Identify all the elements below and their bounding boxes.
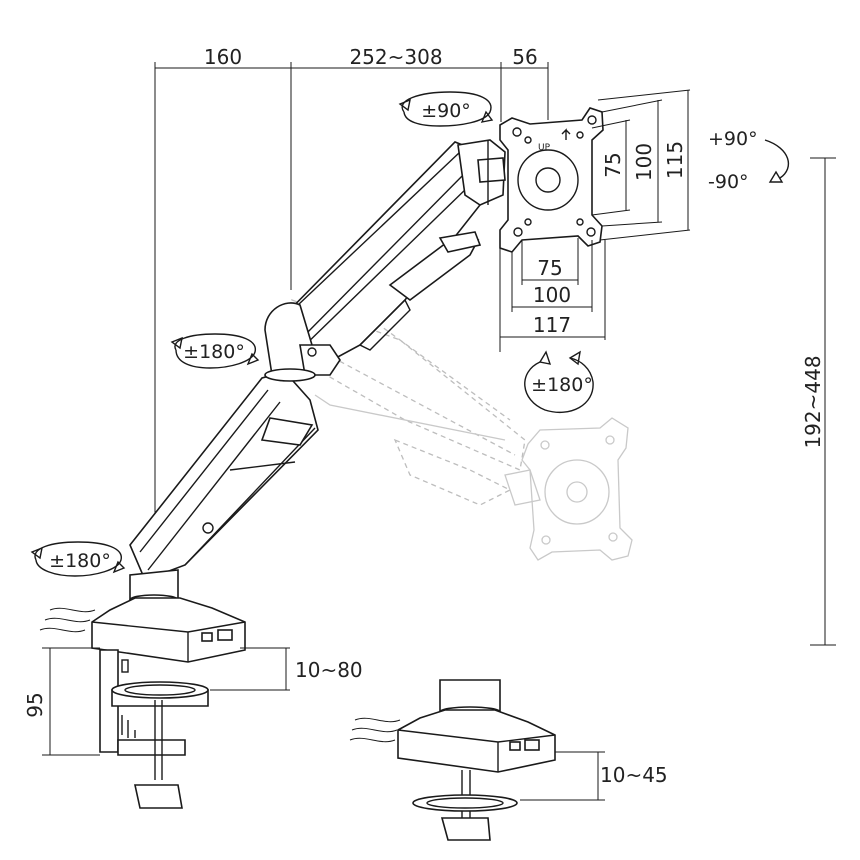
dim-vesa-v-115: 115 xyxy=(663,141,687,179)
rotate-arrow-icon xyxy=(246,352,260,366)
dim-vesa-v-100: 100 xyxy=(632,143,656,181)
head-joint xyxy=(457,139,506,206)
up-arrow-icon xyxy=(561,128,571,140)
usb-port-a-icon xyxy=(524,739,540,751)
dim-height-range: 192~448 xyxy=(801,355,825,448)
grommet-base xyxy=(349,679,556,841)
vesa-vertical-dimensions xyxy=(591,89,691,241)
rotation-pivot-plus: +90° xyxy=(708,128,758,150)
rotate-arrow-icon xyxy=(112,560,126,574)
dim-vesa-h-75: 75 xyxy=(537,256,562,280)
rotate-arrow-icon xyxy=(398,98,411,112)
dim-vesa-v-75: 75 xyxy=(601,152,625,177)
usb-port-a-icon xyxy=(217,629,233,641)
grommet-dimension xyxy=(520,751,605,801)
rotate-arrow-icon xyxy=(170,336,183,350)
rotate-arrow-icon xyxy=(538,350,552,365)
dim-grommet-range: 10~45 xyxy=(600,763,668,787)
desk-plate-left xyxy=(39,597,246,663)
rotation-elbow: ±180° xyxy=(183,341,245,363)
dim-clamp-range: 10~80 xyxy=(295,658,363,682)
dim-arm-base: 160 xyxy=(204,45,242,69)
rotation-pivot-minus: -90° xyxy=(708,171,749,193)
base-rotate-indicator xyxy=(30,541,126,577)
usb-port-c-icon xyxy=(201,632,213,642)
rotate-arrow-icon xyxy=(480,110,494,123)
vesa-horizontal-dimensions xyxy=(499,238,606,352)
dim-clamp-height: 95 xyxy=(23,692,47,717)
up-mark-label: UP xyxy=(538,143,551,153)
dim-arm-reach: 252~308 xyxy=(349,45,442,69)
dim-vesa-h-100: 100 xyxy=(533,283,571,307)
rotate-arrow-icon xyxy=(768,170,784,183)
rotate-arrow-icon xyxy=(568,350,581,366)
head-tilt-indicator xyxy=(398,91,494,127)
vesa-plate xyxy=(499,107,604,253)
lower-arm xyxy=(129,368,319,582)
elbow-rotate-indicator xyxy=(170,333,260,369)
rotation-base: ±180° xyxy=(49,550,111,572)
usb-port-c-icon xyxy=(509,741,521,751)
upper-arm xyxy=(264,141,494,376)
pivot-indicator xyxy=(764,139,790,183)
clamp-dimension xyxy=(42,647,290,756)
dim-head-offset: 56 xyxy=(512,45,537,69)
rotation-head-tilt: ±90° xyxy=(421,100,471,122)
top-dimension-lines xyxy=(154,62,549,520)
dim-vesa-h-117: 117 xyxy=(533,313,571,337)
rotation-panel: ±180° xyxy=(531,374,593,396)
height-dimension xyxy=(810,157,836,646)
rotate-arrow-icon xyxy=(30,546,43,560)
c-clamp-left xyxy=(99,649,209,809)
panel-rotate-indicator xyxy=(524,350,594,414)
